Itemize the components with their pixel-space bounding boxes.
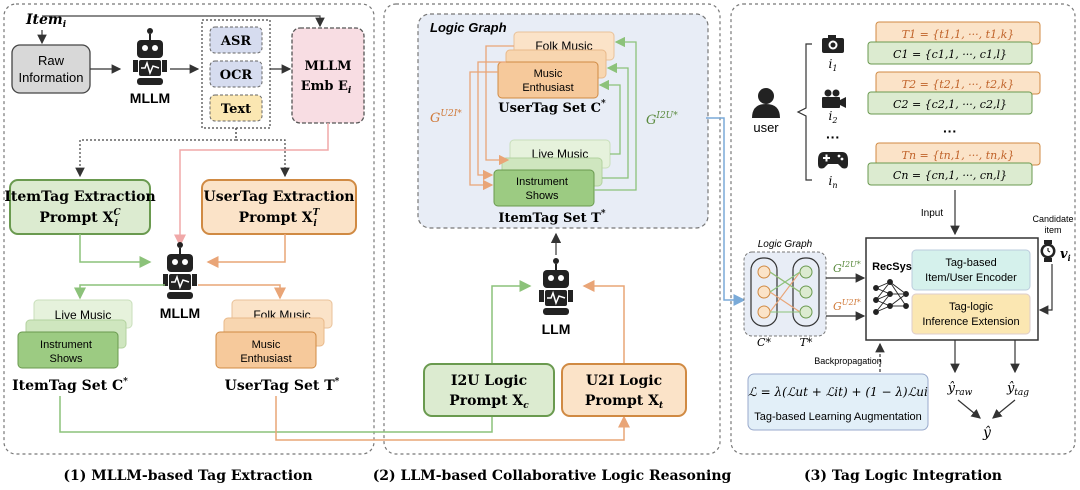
candidate-var: vi [1060, 247, 1071, 263]
raw-info-line1: Raw [38, 53, 65, 68]
mllm-label-center: MLLM [160, 305, 200, 321]
llm-label: LLM [542, 321, 571, 337]
neural-network-icon [873, 279, 909, 315]
row2-tset: T2 = {t2,1, ···, t2,k} [902, 78, 1015, 91]
mllm-emb-line1: MLLM [304, 59, 351, 74]
panel3-frame [730, 3, 1076, 455]
p2-g-i2u: GI2U* [646, 111, 678, 128]
candidate-line1: Candidate [1032, 214, 1073, 224]
p2-usertag-set: UserTag Set C* [498, 99, 606, 116]
modality-text: Text [221, 102, 251, 117]
p2-itemtag-set: ItemTag Set T* [498, 209, 605, 226]
inference-line2: Inference Extension [922, 316, 1019, 328]
encoder-line2: Item/User Encoder [925, 272, 1017, 284]
row3-cset: Cn = {cn,1, ···, cn,l} [893, 169, 1007, 182]
mllm-label-top: MLLM [130, 90, 170, 106]
inference-line1: Tag-logic [949, 301, 994, 313]
i2u-prompt-line1: I2U Logic [451, 373, 527, 389]
user-icon [752, 88, 780, 118]
row3-tset: Tn = {tn,1, ···, tn,k} [902, 149, 1015, 162]
p2-logic-graph-title: Logic Graph [430, 20, 507, 35]
u2i-prompt-line1: U2I Logic [586, 373, 662, 389]
p3-c-star: C* [757, 336, 771, 349]
input-label: Input [921, 208, 943, 219]
item-label: Itemi [25, 12, 67, 30]
dots-right: ··· [943, 123, 957, 139]
llm-robot-icon [539, 258, 573, 315]
u2i-prompt-line2: Prompt Xt [585, 393, 664, 411]
camera-icon [822, 35, 844, 53]
inference-box [911, 293, 1031, 335]
raw-info-line2: Information [18, 70, 83, 85]
p3-t-star: T* [800, 336, 813, 349]
encoder-box [911, 249, 1031, 291]
p1-card-enthusiast: Enthusiast [240, 353, 291, 365]
row1-tset: T1 = {t1,1, ···, t1,k} [902, 28, 1015, 41]
p1-usertag-set: UserTag Set T* [225, 377, 340, 394]
p2-card-instrument: Instrument [516, 176, 568, 188]
backprop-label: Backpropagation [814, 356, 882, 366]
panel1-frame [3, 3, 375, 455]
user-brace [796, 43, 812, 181]
caption-panel3: (3) Tag Logic Integration [804, 468, 1002, 484]
user-label: user [753, 120, 779, 135]
row1-item: i1 [829, 57, 838, 73]
p1-card-instrument: Instrument [40, 339, 92, 351]
i2u-prompt-line2: Prompt Xc [449, 393, 529, 411]
y-tag: ŷtag [1006, 381, 1029, 398]
mllm-emb-line2: Emb Ei [301, 79, 352, 96]
loss-box [747, 373, 929, 431]
row2-item: i2 [829, 109, 838, 125]
robot-icon-center [163, 242, 197, 299]
i2u-links [594, 36, 637, 191]
row2-cset: C2 = {c2,1, ···, c2,l} [893, 98, 1007, 111]
mllm-emb-box [291, 27, 365, 124]
caption-panel2: (2) LLM-based Collaborative Logic Reason… [373, 468, 732, 484]
gamepad-icon [818, 152, 848, 169]
panel2-frame [383, 3, 721, 455]
i2u-prompt-box [423, 363, 555, 417]
row3-item: in [829, 174, 838, 190]
usertag-prompt-box [201, 179, 357, 235]
modality-asr: ASR [220, 34, 251, 49]
encoder-line1: Tag-based [945, 257, 996, 269]
y-hat: ŷ [982, 424, 992, 441]
p2-card-music: Music [534, 68, 563, 80]
p1-itemtag-set: ItemTag Set C* [12, 377, 128, 394]
p3-logic-graph-title: Logic Graph [758, 239, 813, 250]
row1-cset: C1 = {c1,1, ···, c1,l} [893, 48, 1007, 61]
caption-panel1: (1) MLLM-based Tag Extraction [63, 468, 312, 484]
robot-icon [133, 28, 167, 85]
p2-card-enthusiast: Enthusiast [522, 82, 573, 94]
p2-g-u2i: GU2I* [430, 109, 462, 126]
y-raw: ŷraw [947, 381, 973, 398]
u2i-links [469, 45, 514, 191]
modality-ocr: OCR [220, 68, 253, 83]
p3-g-u2i: GU2I* [833, 298, 861, 313]
u2i-prompt-box [561, 363, 687, 417]
p1-card-shows: Shows [49, 353, 83, 365]
p3-g-i2u: GI2U* [833, 260, 861, 275]
watch-icon [1040, 240, 1056, 262]
p1-card-music: Music [252, 339, 281, 351]
usertag-prompt-line1: UserTag Extraction [204, 189, 355, 205]
candidate-line2: item [1044, 225, 1061, 235]
p2-card-shows: Shows [525, 190, 559, 202]
itemtag-prompt-line1: ItemTag Extraction [4, 189, 155, 205]
loss-caption: Tag-based Learning Augmentation [754, 411, 922, 423]
loss-formula: ℒ = λ(ℒut + ℒit) + (1 − λ)ℒui [748, 385, 928, 399]
recsys-label: RecSys [872, 261, 912, 273]
dots-left: ··· [826, 129, 840, 145]
video-camera-icon [822, 89, 846, 108]
p1-card-live-music: Live Music [55, 308, 112, 322]
